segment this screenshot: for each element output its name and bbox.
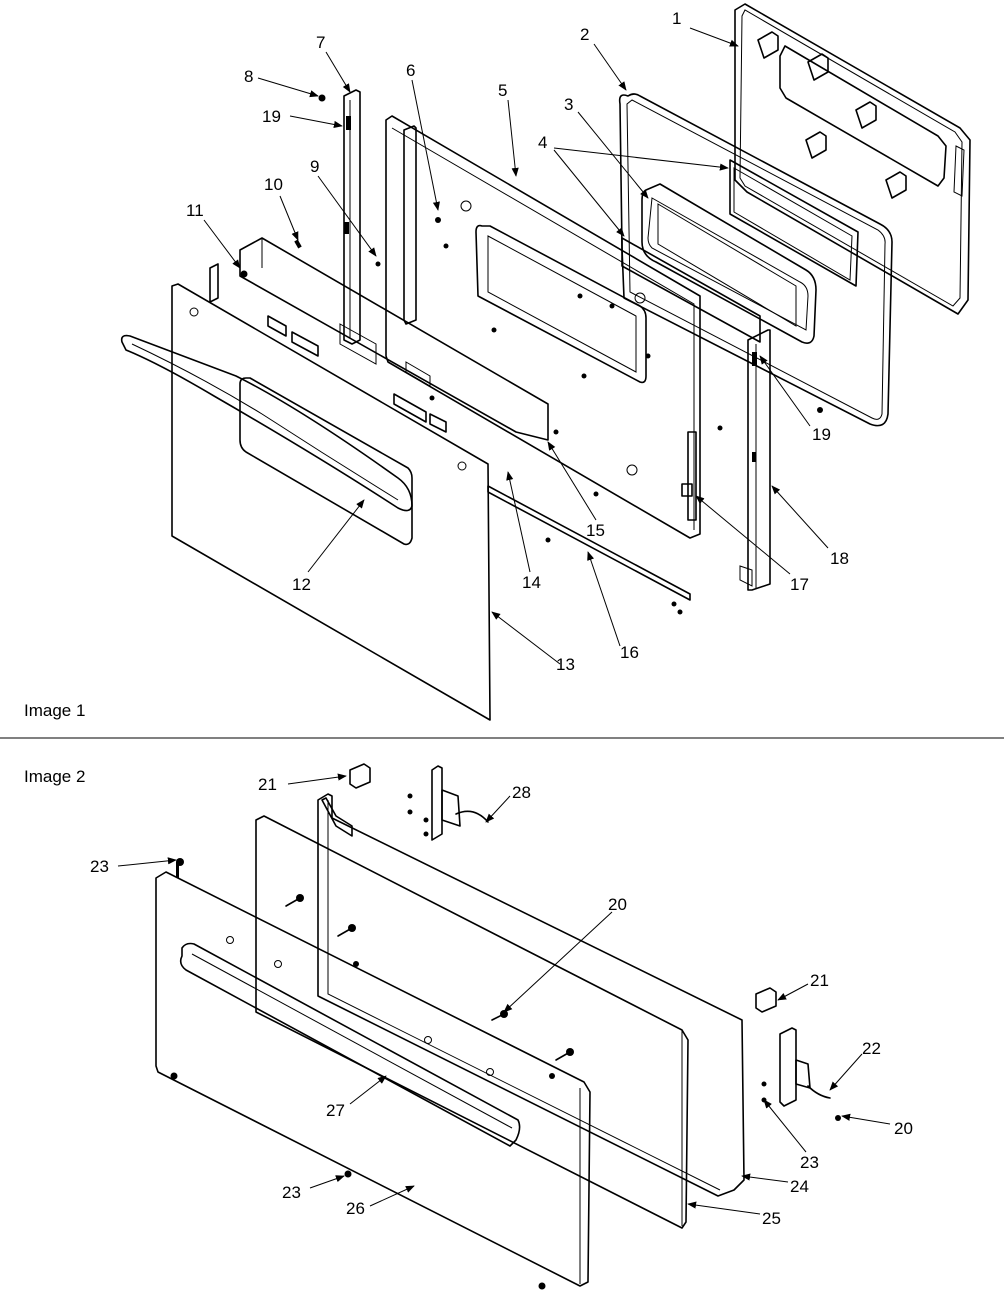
- callout-21-right: 21: [810, 971, 829, 990]
- callout-16: 16: [620, 643, 639, 662]
- part-13-window-cutout: [239, 377, 413, 546]
- part-27-handle: [179, 942, 521, 1147]
- callout-23-right: 23: [800, 1153, 819, 1172]
- part-22-hinge-right: [779, 1027, 831, 1107]
- callout-20-center: 20: [608, 895, 627, 914]
- callout-22: 22: [862, 1039, 881, 1058]
- callout-19-upper: 19: [262, 107, 281, 126]
- part-21-bumper-top: [349, 763, 371, 789]
- part-11-screw: [240, 270, 248, 278]
- image2-screws: [170, 793, 841, 1290]
- part-16-bottom-trim: [487, 485, 691, 601]
- image2-callouts: Image 2 21 28 23 20 21 22 20 23 24 25 27…: [24, 767, 913, 1228]
- callout-2: 2: [580, 25, 589, 44]
- part-8-screw: [318, 94, 326, 102]
- image2-leaders: [117, 773, 891, 1215]
- callout-25: 25: [762, 1209, 781, 1228]
- callout-28: 28: [512, 783, 531, 802]
- callout-12: 12: [292, 575, 311, 594]
- callout-24: 24: [790, 1177, 809, 1196]
- part-14-vent-bracket: [239, 237, 549, 441]
- callout-6: 6: [406, 61, 415, 80]
- callout-5: 5: [498, 81, 507, 100]
- part-26-outer-panel: [155, 871, 591, 1287]
- part-6-screws: [435, 217, 823, 497]
- callout-21-top: 21: [258, 775, 277, 794]
- part-5-window-opening: [475, 224, 647, 384]
- part-1-rear-door-frame: [734, 3, 971, 315]
- callout-20-right: 20: [894, 1119, 913, 1138]
- part-12-handle: [120, 334, 413, 512]
- callout-9: 9: [310, 157, 319, 176]
- callout-17: 17: [790, 575, 809, 594]
- callout-23-bottom: 23: [282, 1183, 301, 1202]
- callout-1: 1: [672, 9, 681, 28]
- image1-callouts: 1 2 3 4 5 6 7 8 19 9 10 11 12 13 14 15 1…: [186, 9, 849, 674]
- callout-14: 14: [522, 573, 541, 592]
- part-4-inner-glass: [729, 159, 859, 287]
- part-24-door-liner: [317, 793, 745, 1197]
- part-10-screw: [294, 239, 302, 249]
- callout-19-lower: 19: [812, 425, 831, 444]
- part-4-lower-glass: [621, 237, 761, 343]
- callout-10: 10: [264, 175, 283, 194]
- callout-18: 18: [830, 549, 849, 568]
- part-25-inner-panel: [255, 815, 689, 1229]
- image1-leaders: [203, 27, 829, 665]
- callout-8: 8: [244, 67, 253, 86]
- image1-drawing: [120, 3, 971, 721]
- image1-label: Image 1: [24, 701, 85, 720]
- part-2-door-gasket: [618, 93, 893, 427]
- callout-11: 11: [186, 201, 204, 220]
- callout-13: 13: [556, 655, 575, 674]
- image2-label: Image 2: [24, 767, 85, 786]
- callout-3: 3: [564, 95, 573, 114]
- part-13-outer-door: [171, 263, 491, 721]
- part-28-hinge-left: [431, 765, 489, 841]
- part-18-right-channel: [739, 329, 771, 591]
- callout-4: 4: [538, 133, 547, 152]
- callout-26: 26: [346, 1199, 365, 1218]
- callout-23-left: 23: [90, 857, 109, 876]
- callout-7: 7: [316, 33, 325, 52]
- part-9-bracket: [403, 125, 417, 325]
- part-5-inner-door-panel: [385, 115, 701, 539]
- callout-27: 27: [326, 1101, 345, 1120]
- part-21-bumper-right: [755, 987, 777, 1013]
- part-7-left-channel: [343, 89, 361, 345]
- callout-15: 15: [586, 521, 605, 540]
- image2-drawing: [155, 763, 841, 1290]
